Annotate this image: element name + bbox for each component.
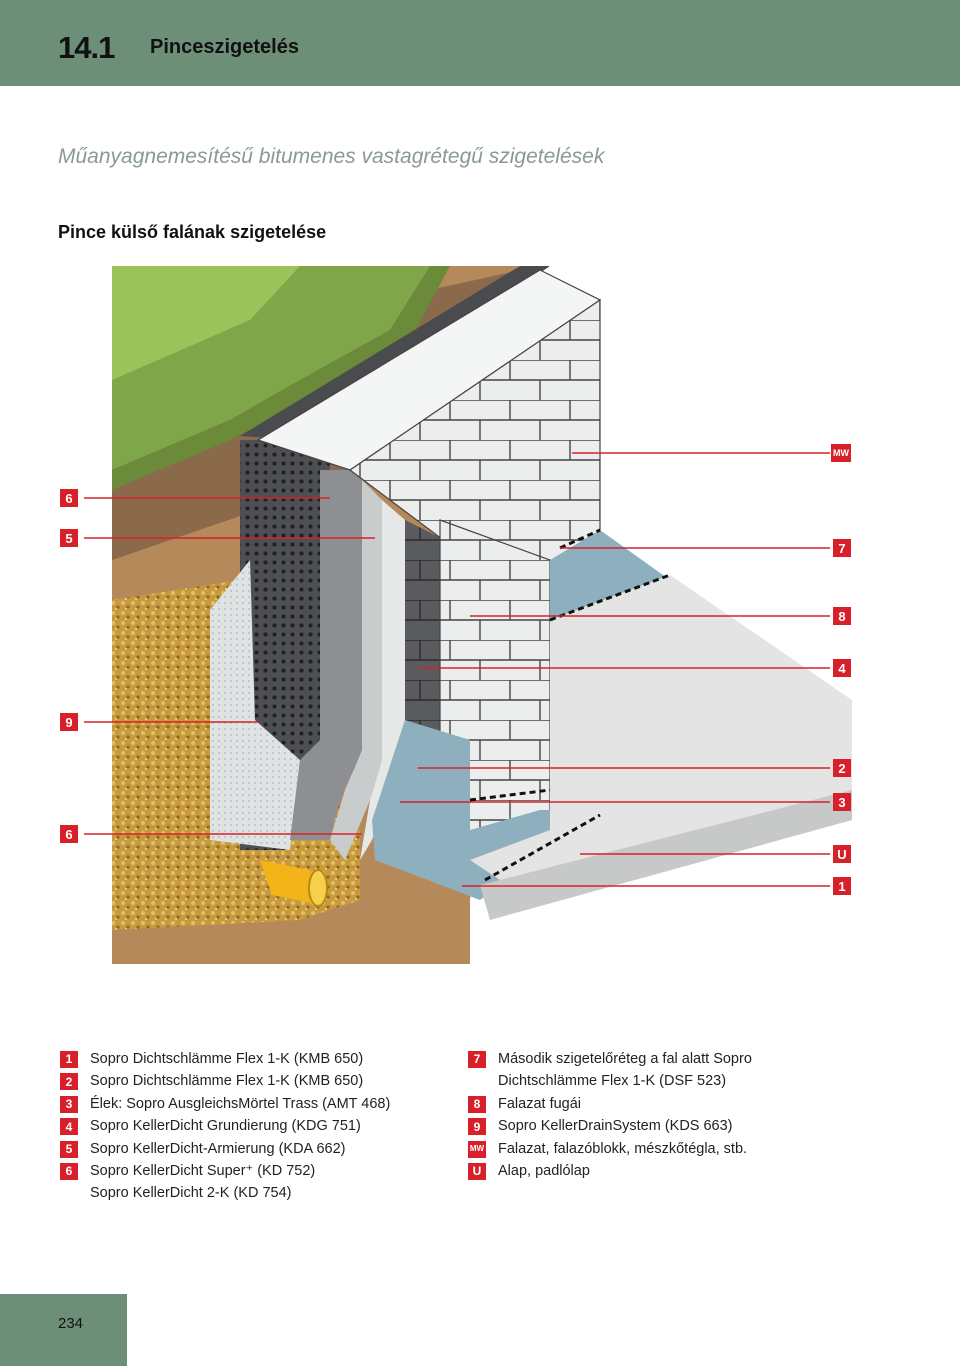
legend-text: Alap, padlólap	[498, 1163, 590, 1180]
legend-text: Élek: Sopro AusgleichsMörtel Trass (AMT …	[90, 1095, 391, 1112]
legend-text: Sopro Dichtschlämme Flex 1-K (KMB 650)	[90, 1051, 364, 1067]
legend-item: MW Falazat, falazóblokk, mészkőtégla, stb…	[468, 1138, 752, 1160]
legend-text: Sopro KellerDicht Grundierung (KDG 751)	[90, 1118, 361, 1135]
section-title: Pinceszigetelés	[150, 36, 299, 58]
section-number: 14.1	[58, 30, 115, 65]
cross-section-drawing	[84, 266, 852, 964]
legend-item: 2 Sopro Dichtschlämme Flex 1-K (KMB 650)	[60, 1070, 390, 1092]
callout-u: U	[833, 845, 851, 863]
legend-item: 5 Sopro KellerDicht-Armierung (KDA 662)	[60, 1138, 390, 1160]
legend-text: Dichtschlämme Flex 1-K (DSF 523)	[498, 1073, 727, 1090]
legend-text: Sopro KellerDrainSystem (KDS 663)	[498, 1118, 733, 1135]
callout-1: 1	[833, 877, 851, 895]
header-band	[0, 0, 960, 86]
legend-text: Falazat fugái	[498, 1095, 582, 1112]
legend-tag: U	[468, 1163, 486, 1181]
legend-right: 7 Második szigetelőréteg a fal alatt Sopr…	[468, 1048, 752, 1182]
legend-text: Sopro Dichtschlämme Flex 1-K (KMB 650)	[90, 1073, 364, 1090]
callout-9: 9	[60, 713, 78, 731]
callout-5: 5	[60, 529, 78, 547]
callout-6-top: 6	[60, 489, 78, 507]
legend-tag-blank	[468, 1073, 486, 1090]
legend-text: Sopro KellerDicht Super⁺ (KD 752)	[90, 1163, 316, 1180]
callout-7: 7	[833, 539, 851, 557]
legend-tag: 4	[60, 1118, 78, 1136]
callout-6-bottom: 6	[60, 825, 78, 843]
legend-tag: 5	[60, 1140, 78, 1158]
legend-tag: 1	[60, 1051, 78, 1068]
callout-8: 8	[833, 607, 851, 625]
legend-tag: 3	[60, 1095, 78, 1113]
footer-band	[0, 1294, 127, 1366]
legend-text: Falazat, falazóblokk, mészkőtégla, stb.	[498, 1140, 748, 1157]
legend-item: 7 Második szigetelőréteg a fal alatt Sopr…	[468, 1048, 752, 1070]
legend-item: 6 Sopro KellerDicht Super⁺ (KD 752)	[60, 1160, 390, 1182]
callout-mw: MW	[831, 444, 851, 462]
legend-text: Második szigetelőréteg a fal alatt Sopro	[498, 1051, 752, 1067]
page-subtitle: Műanyagnemesítésű bitumenes vastagrétegű…	[58, 145, 605, 168]
legend-item: 9 Sopro KellerDrainSystem (KDS 663)	[468, 1115, 752, 1137]
callout-4: 4	[833, 659, 851, 677]
legend-item: U Alap, padlólap	[468, 1160, 752, 1182]
legend-tag: 9	[468, 1118, 486, 1136]
page-number: 234	[58, 1315, 84, 1332]
callout-3: 3	[833, 793, 851, 811]
legend-item: Sopro KellerDicht 2-K (KD 754)	[60, 1182, 390, 1204]
legend-tag: MW	[468, 1140, 486, 1158]
legend-item: 3 Élek: Sopro AusgleichsMörtel Trass (AMT…	[60, 1093, 390, 1115]
legend-tag-blank	[60, 1185, 78, 1202]
legend-tag: 8	[468, 1095, 486, 1113]
legend-text: Sopro KellerDicht-Armierung (KDA 662)	[90, 1140, 346, 1157]
legend-item: Dichtschlämme Flex 1-K (DSF 523)	[468, 1070, 752, 1092]
callout-2: 2	[833, 759, 851, 777]
legend-item: 4 Sopro KellerDicht Grundierung (KDG 751)	[60, 1115, 390, 1137]
legend-tag: 7	[468, 1051, 486, 1068]
legend-tag: 2	[60, 1073, 78, 1091]
basement-wall-illustration: 6 5 9 6 MW 7 8 4 2 3 U 1	[0, 260, 960, 970]
subheading: Pince külső falának szigetelése	[58, 222, 327, 242]
legend-tag: 6	[60, 1163, 78, 1181]
legend-item: 8 Falazat fugái	[468, 1093, 752, 1115]
legend-item: 1 Sopro Dichtschlämme Flex 1-K (KMB 650)	[60, 1048, 390, 1070]
legend-text: Sopro KellerDicht 2-K (KD 754)	[90, 1185, 292, 1202]
